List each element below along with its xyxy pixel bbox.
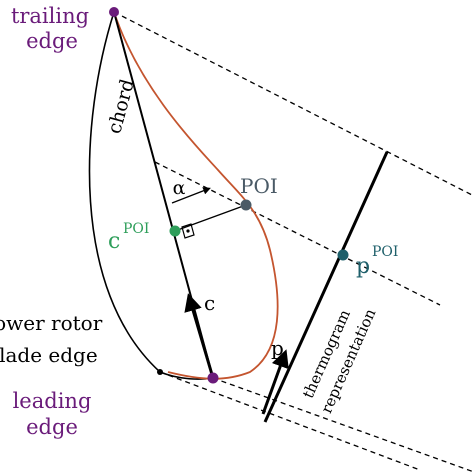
label-poi: POI	[240, 174, 278, 198]
p-vector-arrow	[261, 349, 289, 415]
leading-edge-point	[207, 372, 219, 384]
label-c-vector: c	[204, 291, 215, 315]
poi-point	[240, 199, 252, 211]
thermogram-axis	[263, 151, 389, 423]
label-leading-edge-1: leading	[13, 389, 92, 413]
label-c-poi-base: c	[108, 229, 120, 254]
label-leading-edge-2: edge	[26, 415, 78, 439]
dashed-line-leading	[212, 377, 474, 473]
c-poi-point	[169, 225, 181, 237]
dashed-line-trailing	[113, 11, 474, 197]
alpha-arc	[171, 187, 211, 204]
c-vector-arrow	[184, 293, 215, 379]
blade-outline	[88, 11, 214, 380]
lower-edge-point	[157, 369, 163, 375]
label-trailing-edge-1: trailing	[11, 4, 89, 28]
label-lower-rotor-2: blade edge	[0, 343, 98, 367]
label-p-poi-base: p	[356, 254, 370, 279]
trailing-edge-point	[109, 7, 119, 17]
label-lower-rotor-1: lower rotor	[0, 311, 103, 335]
blade-suction-side	[113, 11, 279, 380]
poi-normal-line	[174, 204, 247, 232]
right-angle-dot	[186, 229, 190, 233]
right-angle-marker	[181, 223, 195, 239]
label-p-poi-sup: POI	[372, 244, 398, 260]
dashed-line-lower-edge	[159, 371, 421, 471]
label-trailing-edge-2: edge	[26, 29, 78, 53]
p-poi-point	[337, 249, 349, 261]
label-c-poi-sup: POI	[123, 221, 149, 237]
label-p-vector: p	[271, 336, 284, 360]
dashed-line-chord-normal	[154, 161, 441, 306]
label-alpha: α	[173, 177, 186, 199]
label-chord: chord	[103, 77, 139, 136]
